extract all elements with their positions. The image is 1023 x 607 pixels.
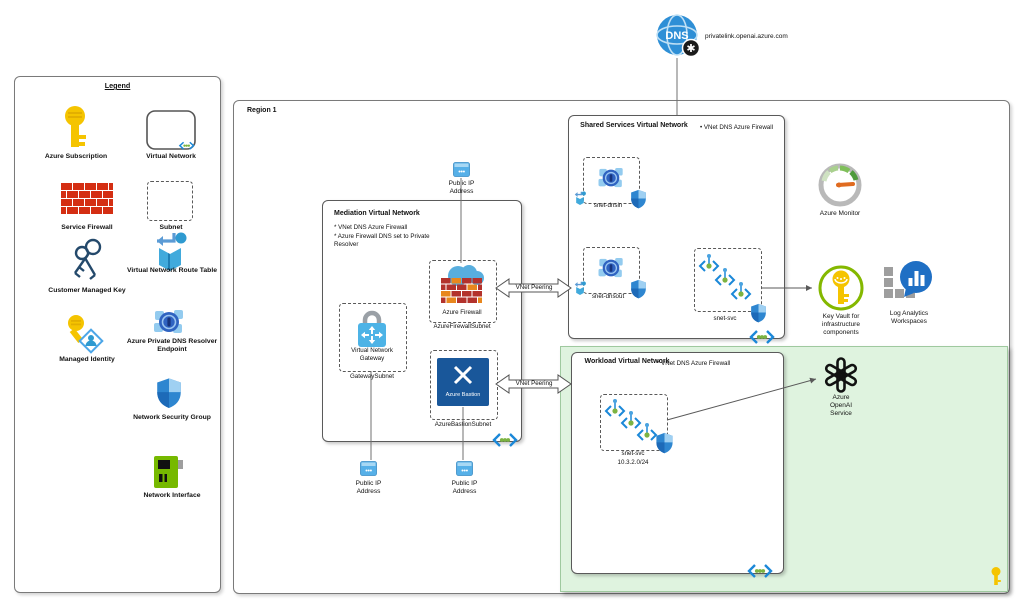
svg-text:✱: ✱ [686,43,695,55]
virtual-network-gateway-icon [358,310,386,347]
virtual-network-route-table-icon [157,232,187,271]
region-1-label: Region 1 [247,107,277,114]
customer-managed-key-icon [74,238,102,280]
legend-nsg-label: Network Security Group [133,414,211,421]
azure-private-dns-resolver-endpoint-icon [154,310,183,333]
workload-snet-svc-box [600,394,668,451]
shared-services-vnet-title: Shared Services Virtual Network [580,122,688,129]
virtual-network-icon [749,330,775,344]
shared-services-vnet-box [568,115,785,339]
service-firewall-icon [61,183,113,219]
legend-azure-subscription-label: Azure Subscription [44,153,108,160]
azure-openai-icon [824,357,858,393]
subnet-icon [147,181,193,221]
managed-identity-icon [68,315,104,354]
virtual-network-icon [492,433,518,447]
dns-resolver-inbound-icon [598,168,623,188]
legend-route-table-label: Virtual Network Route Table [126,267,217,274]
legend-network-interface-label: Network Interface [143,492,201,499]
nsg-shield-icon [631,279,646,299]
azure-monitor-icon [818,163,862,207]
azure-firewall-icon [441,265,484,303]
network-security-group-icon [157,378,181,408]
dns-resolver-outbound-icon [598,258,623,278]
public-ip-icon [360,461,377,476]
mediation-vnet-note2: * Azure Firewall DNS set to Private Reso… [334,233,430,249]
legend-title: Legend [104,81,131,90]
private-endpoint-icon [730,282,752,300]
workload-vnet-title: Workload Virtual Network [584,358,670,365]
route-table-mini-icon [574,281,586,295]
public-ip-label: Public IP Address [451,480,478,496]
legend-subnet-label: Subnet [159,224,183,231]
public-ip-label: Public IP Address [355,480,382,496]
private-endpoint-icon [714,268,736,286]
public-ip-label: Public IP Address [448,180,475,196]
azure-monitor-label: Azure Monitor [819,210,861,217]
private-endpoint-icon [698,254,720,272]
legend-panel: Legend Azure Subscription Virtual Networ… [14,76,221,593]
legend-private-dns-label: Azure Private DNS Resolver Endpoint [126,338,218,354]
workload-snet-cidr-label: 10.3.2.0/24 [617,459,649,466]
legend-virtual-network-label: Virtual Network [146,153,196,160]
network-interface-icon [154,456,183,488]
snet-dnsout-box [583,247,640,294]
shared-snet-svc-label: snet-svc [713,315,737,322]
legend-service-firewall-label: Service Firewall [61,224,113,231]
svg-text:DNS: DNS [665,30,688,42]
gateway-subnet-box [339,303,407,372]
private-dns-zone-icon: DNS ✱ [656,14,701,58]
azure-firewall-subnet-label: AzureFirewallSubnet [433,323,491,330]
snet-dnsout-label: snet-dnsout [591,293,625,300]
virtual-network-icon [146,110,196,150]
mediation-vnet-note1: * VNet DNS Azure Firewall [334,224,408,231]
private-endpoint-icon [636,423,658,441]
snet-dnsin-box [583,157,640,204]
vnet-peering-label: VNet Peering [515,284,553,291]
azure-openai-label: Azure OpenAI Service [829,394,853,418]
shared-services-vnet-note: • VNet DNS Azure Firewall [700,124,773,131]
azure-bastion-label: Azure Bastion [445,392,481,398]
azure-bastion-icon [437,358,489,406]
nsg-shield-icon [656,432,673,454]
dns-zone-label: privatelink.openai.azure.com [705,33,788,40]
azure-firewall-label: Azure Firewall [442,309,482,316]
key-vault-label: Key Vault for infrastructure components [822,313,860,337]
public-ip-icon [453,162,470,177]
snet-dnsin-label: snet-dnsin [593,202,623,209]
shared-snet-svc-box [694,248,762,312]
log-analytics-label: Log Analytics Workspaces [889,310,929,326]
virtual-network-gateway-label: Virtual Network Gateway [351,347,393,362]
mediation-vnet-title: Mediation Virtual Network [334,210,420,217]
nsg-shield-icon [751,303,766,323]
azure-subscription-icon [65,106,86,147]
azure-bastion-subnet-label: AzureBastionSubnet [434,421,492,428]
private-endpoint-icon [604,399,626,417]
public-ip-icon [456,461,473,476]
vnet-peering-label: VNet Peering [515,380,553,387]
key-vault-icon [818,265,864,311]
log-analytics-workspaces-icon [884,261,932,298]
virtual-network-icon [747,564,773,578]
legend-customer-managed-key-label: Customer Managed Key [48,287,126,294]
workload-snet-svc-label: snet-svc [621,450,645,457]
workload-vnet-note: * VNet DNS Azure Firewall [657,360,731,367]
legend-managed-identity-label: Managed Identity [59,356,115,363]
nsg-shield-icon [631,189,646,209]
private-endpoint-icon [620,411,642,429]
route-table-mini-icon [574,191,586,205]
gateway-subnet-label: GatewaySubnet [349,373,395,380]
subscription-key-marker-icon [991,567,1001,585]
